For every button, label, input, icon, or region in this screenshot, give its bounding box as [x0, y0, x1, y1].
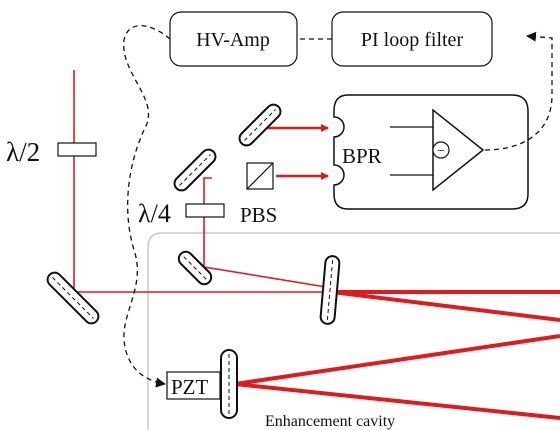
- hv-amp-label: HV-Amp: [196, 29, 270, 51]
- pzt-actuator: [166, 371, 221, 400]
- quarter-wave-plate-label: λ/4: [138, 199, 171, 228]
- differential-symbol: [432, 141, 450, 159]
- cavity-beam: [234, 290, 560, 420]
- pbs-label: PBS: [240, 203, 277, 227]
- enhancement-cavity-label: Enhancement cavity: [265, 413, 395, 430]
- steering-mirror-4: [177, 250, 213, 286]
- polarizing-beam-splitter: [246, 162, 274, 190]
- cavity-input-coupler-mirror: [319, 255, 341, 325]
- cavity-pzt-mirror: [220, 349, 238, 419]
- steering-mirror-2: [173, 148, 217, 192]
- input-beam: [73, 70, 333, 293]
- quarter-wave-plate: [185, 203, 225, 218]
- enhancement-cavity-boundary: [147, 232, 560, 430]
- differential-symbol-glyph: −: [437, 144, 445, 159]
- bpr-label: BPR: [342, 144, 382, 168]
- steering-mirror-1: [46, 271, 100, 325]
- pzt-label: PZT: [171, 375, 209, 399]
- steering-mirror-3: [238, 103, 282, 147]
- half-wave-plate-label: λ/2: [6, 137, 40, 167]
- pi-loop-filter-label: PI loop filter: [361, 29, 464, 51]
- balanced-photoreceiver: [333, 94, 529, 210]
- feedback-signal-path: [123, 25, 553, 388]
- half-wave-plate: [57, 142, 97, 157]
